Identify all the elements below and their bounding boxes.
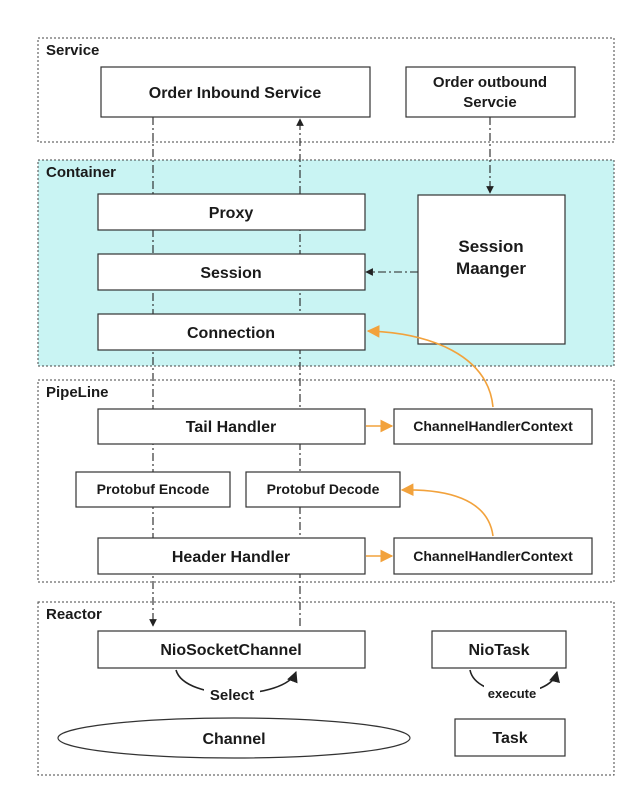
- session-label: Session: [200, 265, 261, 282]
- header-handler-box: [97, 537, 366, 575]
- tail-handler-context-box: [393, 408, 593, 445]
- nio-task-box: [431, 630, 567, 669]
- tail-handler-context-label: ChannelHandlerContext: [413, 418, 573, 434]
- channel-label: Channel: [202, 731, 265, 748]
- order-outbound-service-label-line1: Order outbound: [433, 74, 547, 91]
- channel-ellipse: [57, 717, 411, 759]
- header-handler-context-box: [393, 537, 593, 575]
- connection-box: [97, 313, 366, 351]
- service-group-label: Service: [46, 42, 99, 59]
- protobuf-encode-label: Protobuf Encode: [97, 481, 210, 497]
- session-manager-label-line2: Maanger: [456, 259, 526, 278]
- session-manager-box: [417, 194, 566, 345]
- select-label: Select: [210, 687, 254, 704]
- session-box: [97, 253, 366, 291]
- container-group-label: Container: [46, 164, 116, 181]
- proxy-label: Proxy: [209, 205, 254, 222]
- select-label-bg: [204, 686, 260, 704]
- execute-label: execute: [488, 686, 536, 701]
- context-to-connection-arrow: [366, 324, 494, 408]
- protobuf-encode-box: [75, 471, 231, 508]
- nio-task-label: NioTask: [468, 642, 529, 659]
- order-outbound-service-box: [405, 66, 576, 118]
- task-label: Task: [492, 730, 527, 747]
- nio-socket-channel-box: [97, 630, 366, 669]
- reactor-group-label: Reactor: [46, 606, 102, 623]
- task-box: [454, 718, 566, 757]
- tail-handler-label: Tail Handler: [186, 419, 276, 436]
- protobuf-decode-box: [245, 471, 401, 508]
- header-handler-label: Header Handler: [172, 549, 290, 566]
- header-handler-context-label: ChannelHandlerContext: [413, 548, 573, 564]
- context-to-protobuf-decode-arrow: [400, 483, 494, 537]
- order-inbound-service-box: [100, 66, 371, 118]
- execute-label-bg: [484, 685, 540, 701]
- order-inbound-service-label: Order Inbound Service: [149, 85, 322, 102]
- proxy-box: [97, 193, 366, 231]
- session-manager-label-line1: Session: [458, 237, 523, 256]
- connection-label: Connection: [187, 325, 275, 342]
- nio-socket-channel-label: NioSocketChannel: [160, 642, 301, 659]
- order-outbound-service-label-line2: Servcie: [463, 94, 516, 111]
- protobuf-decode-label: Protobuf Decode: [267, 481, 380, 497]
- pipeline-group-label: PipeLine: [46, 384, 109, 401]
- tail-handler-box: [97, 408, 366, 445]
